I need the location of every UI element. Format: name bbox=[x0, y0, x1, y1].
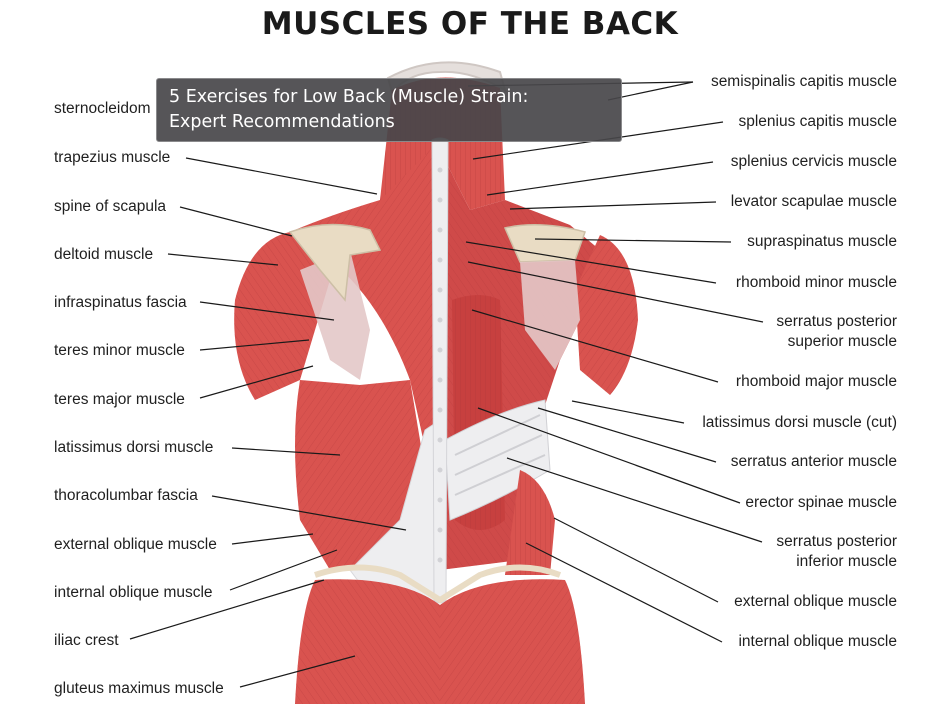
label-gluteus-maximus-muscle: gluteus maximus muscle bbox=[54, 680, 224, 697]
serratus-posterior-inferior bbox=[444, 399, 551, 521]
spine-of-scapula-left bbox=[288, 223, 382, 302]
label-serratus-anterior: serratus anterior muscle bbox=[730, 453, 897, 470]
label-trapezius-muscle: trapezius muscle bbox=[54, 149, 171, 166]
infraspinatus-fascia bbox=[300, 250, 370, 380]
label-splenius-capitis: splenius capitis muscle bbox=[738, 113, 897, 130]
iliac-crest bbox=[314, 564, 562, 604]
label-spine-of-scapula: spine of scapula bbox=[54, 198, 167, 215]
image-title-tooltip: 5 Exercises for Low Back (Muscle) Strain… bbox=[156, 78, 622, 142]
diagram-title: MUSCLES OF THE BACK bbox=[261, 6, 679, 42]
label-serratus-posterior-inferior-line1: serratus posterior bbox=[776, 533, 897, 550]
label-serratus-posterior-superior-line1: serratus posterior bbox=[776, 313, 897, 330]
label-external-oblique-left: external oblique muscle bbox=[54, 536, 217, 553]
label-infraspinatus-fascia: infraspinatus fascia bbox=[54, 294, 187, 311]
label-splenius-cervicis: splenius cervicis muscle bbox=[730, 153, 897, 170]
label-serratus-posterior-inferior-line2: inferior muscle bbox=[796, 553, 897, 570]
tooltip-line-1: 5 Exercises for Low Back (Muscle) Strain… bbox=[169, 87, 529, 107]
label-rhomboid-major: rhomboid major muscle bbox=[735, 373, 897, 390]
label-iliac-crest: iliac crest bbox=[54, 632, 119, 649]
label-erector-spinae: erector spinae muscle bbox=[745, 494, 897, 511]
supraspinatus-right bbox=[503, 224, 586, 263]
label-teres-major-muscle: teres major muscle bbox=[54, 391, 185, 408]
spinal-column bbox=[431, 137, 449, 604]
label-sternocleidomastoid: sternocleidom bbox=[54, 100, 151, 117]
tooltip-line-2: Expert Recommendations bbox=[169, 112, 395, 132]
label-internal-oblique-right: internal oblique muscle bbox=[738, 633, 897, 650]
label-levator-scapulae: levator scapulae muscle bbox=[730, 193, 897, 210]
label-rhomboid-minor: rhomboid minor muscle bbox=[735, 274, 897, 291]
label-internal-oblique-left: internal oblique muscle bbox=[54, 584, 213, 601]
label-external-oblique-right: external oblique muscle bbox=[734, 593, 897, 610]
label-supraspinatus: supraspinatus muscle bbox=[747, 233, 897, 250]
label-deltoid-muscle: deltoid muscle bbox=[54, 246, 154, 263]
leader-lines-left bbox=[129, 157, 407, 688]
label-latissimus-dorsi-cut: latissimus dorsi muscle (cut) bbox=[702, 414, 897, 431]
label-semispinalis-capitis: semispinalis capitis muscle bbox=[710, 73, 897, 90]
label-thoracolumbar-fascia: thoracolumbar fascia bbox=[54, 487, 198, 504]
label-latissimus-dorsi-muscle: latissimus dorsi muscle bbox=[54, 439, 214, 456]
label-serratus-posterior-superior-line2: superior muscle bbox=[787, 333, 897, 350]
label-teres-minor-muscle: teres minor muscle bbox=[54, 342, 185, 359]
